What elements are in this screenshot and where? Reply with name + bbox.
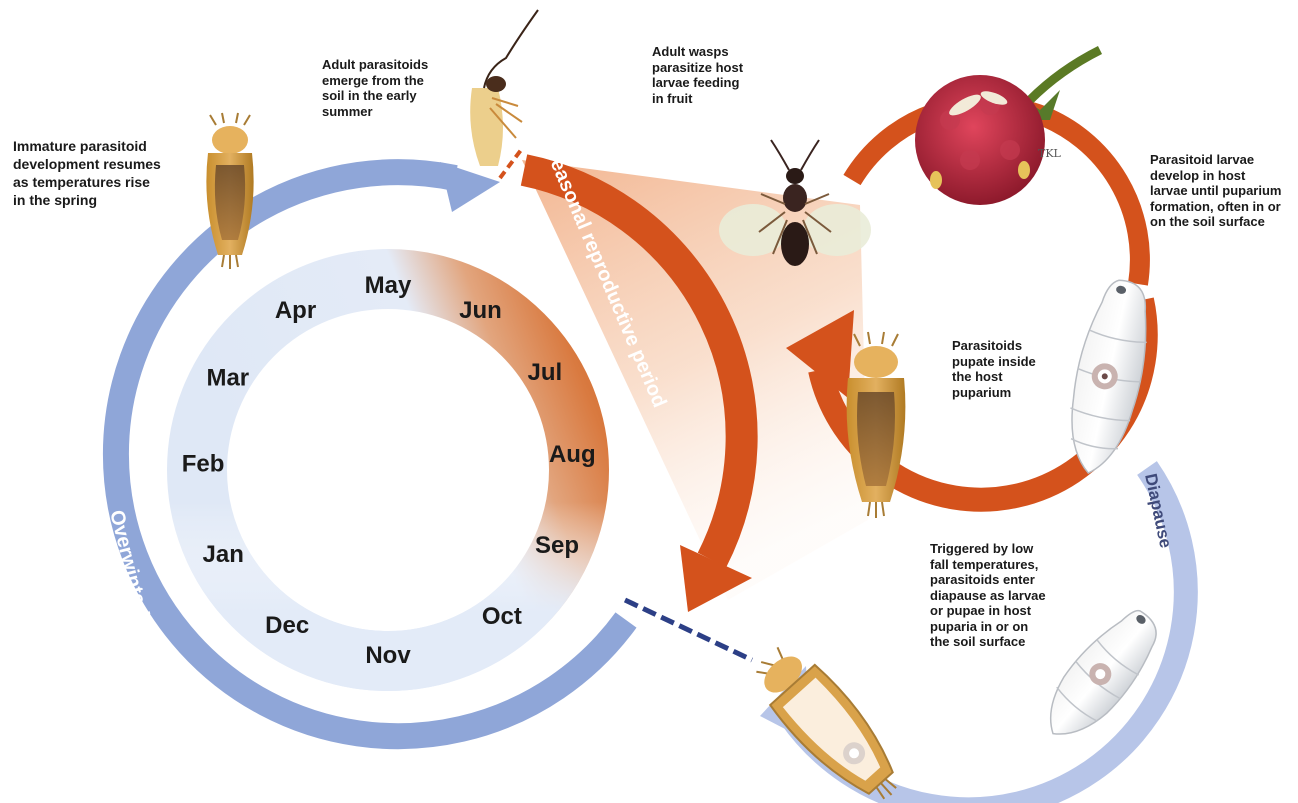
caption-adult-emergence: Adult parasitoids emerge from the soil i… — [322, 57, 428, 119]
month-label-aug: Aug — [549, 441, 596, 468]
month-label-jun: Jun — [459, 297, 502, 324]
month-label-oct: Oct — [482, 603, 522, 630]
month-label-jul: Jul — [528, 359, 563, 386]
artist-signature: TKL — [1038, 147, 1062, 160]
caption-immature-development: Immature parasitoid development resumes … — [13, 137, 161, 209]
month-label-sep: Sep — [535, 532, 579, 559]
caption-larvae-develop: Parasitoid larvae develop in host larvae… — [1150, 152, 1281, 230]
month-label-feb: Feb — [182, 451, 225, 478]
month-label-apr: Apr — [275, 297, 316, 324]
month-label-jan: Jan — [203, 541, 244, 568]
dashed-orange-connector — [500, 150, 521, 178]
caption-pupate: Parasitoids pupate inside the host pupar… — [952, 338, 1036, 400]
month-label-mar: Mar — [206, 365, 249, 392]
overwintering-arrowhead — [440, 162, 500, 212]
month-label-nov: Nov — [365, 642, 411, 669]
caption-diapause-trigger: Triggered by low fall temperatures, para… — [930, 541, 1046, 650]
month-label-may: May — [365, 272, 412, 299]
month-label-dec: Dec — [265, 612, 309, 639]
caption-wasps-parasitize: Adult wasps parasitize host larvae feedi… — [652, 44, 743, 106]
emerging-adult-icon — [470, 10, 538, 166]
